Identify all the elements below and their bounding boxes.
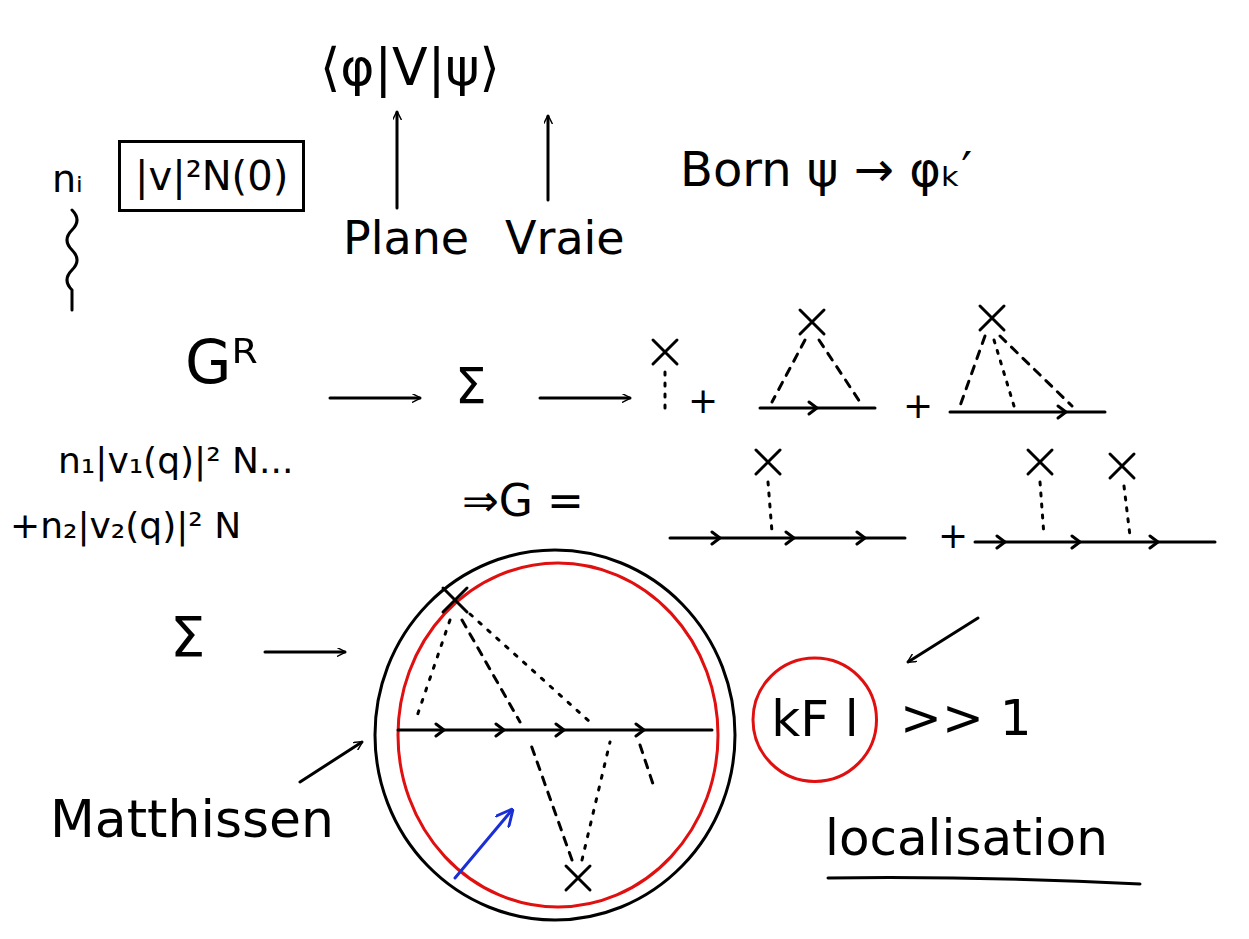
handwritten-label: n₁|v₁(q)|² N... — [58, 440, 293, 481]
handwritten-label: Vraie — [505, 212, 625, 265]
handwritten-label: Plane — [343, 212, 469, 265]
impurity-line — [470, 614, 590, 722]
impurity-line — [1124, 486, 1130, 536]
propagator-arrow — [997, 536, 1158, 548]
impurity-line — [640, 745, 655, 790]
impurity-line — [415, 620, 450, 722]
propagator-arrow — [809, 402, 817, 414]
propagator-arrow — [1058, 406, 1066, 418]
circled-quantity: kF l — [751, 656, 879, 784]
handwritten-label: Σ — [170, 605, 205, 669]
node-text: kF l — [771, 691, 859, 749]
impurity-line — [772, 340, 805, 402]
underline — [828, 878, 1140, 884]
boxed-formula: |v|²N(0) — [118, 140, 305, 212]
impurity-line — [664, 372, 667, 412]
impurity-cross — [756, 450, 780, 474]
propagator-arrow — [712, 532, 865, 544]
handwritten-label: +n₂|v₂(q)|² N — [10, 505, 241, 546]
impurity-line — [1040, 482, 1044, 536]
pointer-arrow — [396, 112, 399, 208]
impurity-cross — [1110, 454, 1134, 478]
flow-arrow — [540, 397, 630, 400]
handwritten-label: ⇒G = — [462, 476, 584, 527]
red-ellipse — [398, 563, 718, 907]
circle-outline — [753, 658, 877, 782]
handwritten-label: + — [688, 380, 718, 421]
impurity-cross — [800, 310, 824, 334]
propagator — [950, 411, 1105, 414]
handwritten-label: Gᴿ — [185, 328, 258, 397]
outer-ellipse — [375, 550, 735, 920]
flow-arrow — [265, 651, 345, 654]
handwritten-label: nᵢ — [52, 158, 83, 202]
propagator — [670, 537, 905, 540]
impurity-line — [994, 340, 1014, 406]
impurity-line — [462, 620, 520, 722]
propagator — [975, 541, 1215, 544]
handwritten-label: + — [903, 385, 933, 426]
pointer-arrow — [908, 618, 978, 662]
impurity-line — [960, 336, 985, 406]
impurity-cross — [566, 866, 590, 890]
impurity-line — [819, 340, 860, 402]
node-text: |v|²N(0) — [135, 153, 288, 199]
squiggle — [67, 210, 77, 310]
impurity-line — [582, 742, 610, 860]
pointer-arrow — [300, 742, 362, 782]
handwritten-label: >> 1 — [900, 690, 1032, 748]
impurity-cross — [653, 340, 677, 364]
handwritten-label: Σ — [455, 358, 487, 416]
impurity-cross — [980, 306, 1004, 330]
pointer-arrow — [547, 116, 550, 200]
handwritten-label: localisation — [825, 810, 1108, 868]
flow-arrow — [330, 397, 420, 400]
handwritten-label: ⟨φ|V|ψ⟩ — [320, 38, 500, 98]
handwritten-label: + — [938, 515, 968, 556]
handwritten-label: Born ψ → φₖ′ — [680, 142, 972, 197]
propagator-arrow — [436, 724, 644, 736]
blue-arrow — [455, 810, 512, 878]
impurity-cross — [443, 588, 467, 612]
impurity-line — [768, 482, 772, 532]
impurity-cross — [1028, 450, 1052, 474]
handwritten-label: Matthissen — [50, 790, 334, 850]
impurity-line — [530, 742, 572, 860]
